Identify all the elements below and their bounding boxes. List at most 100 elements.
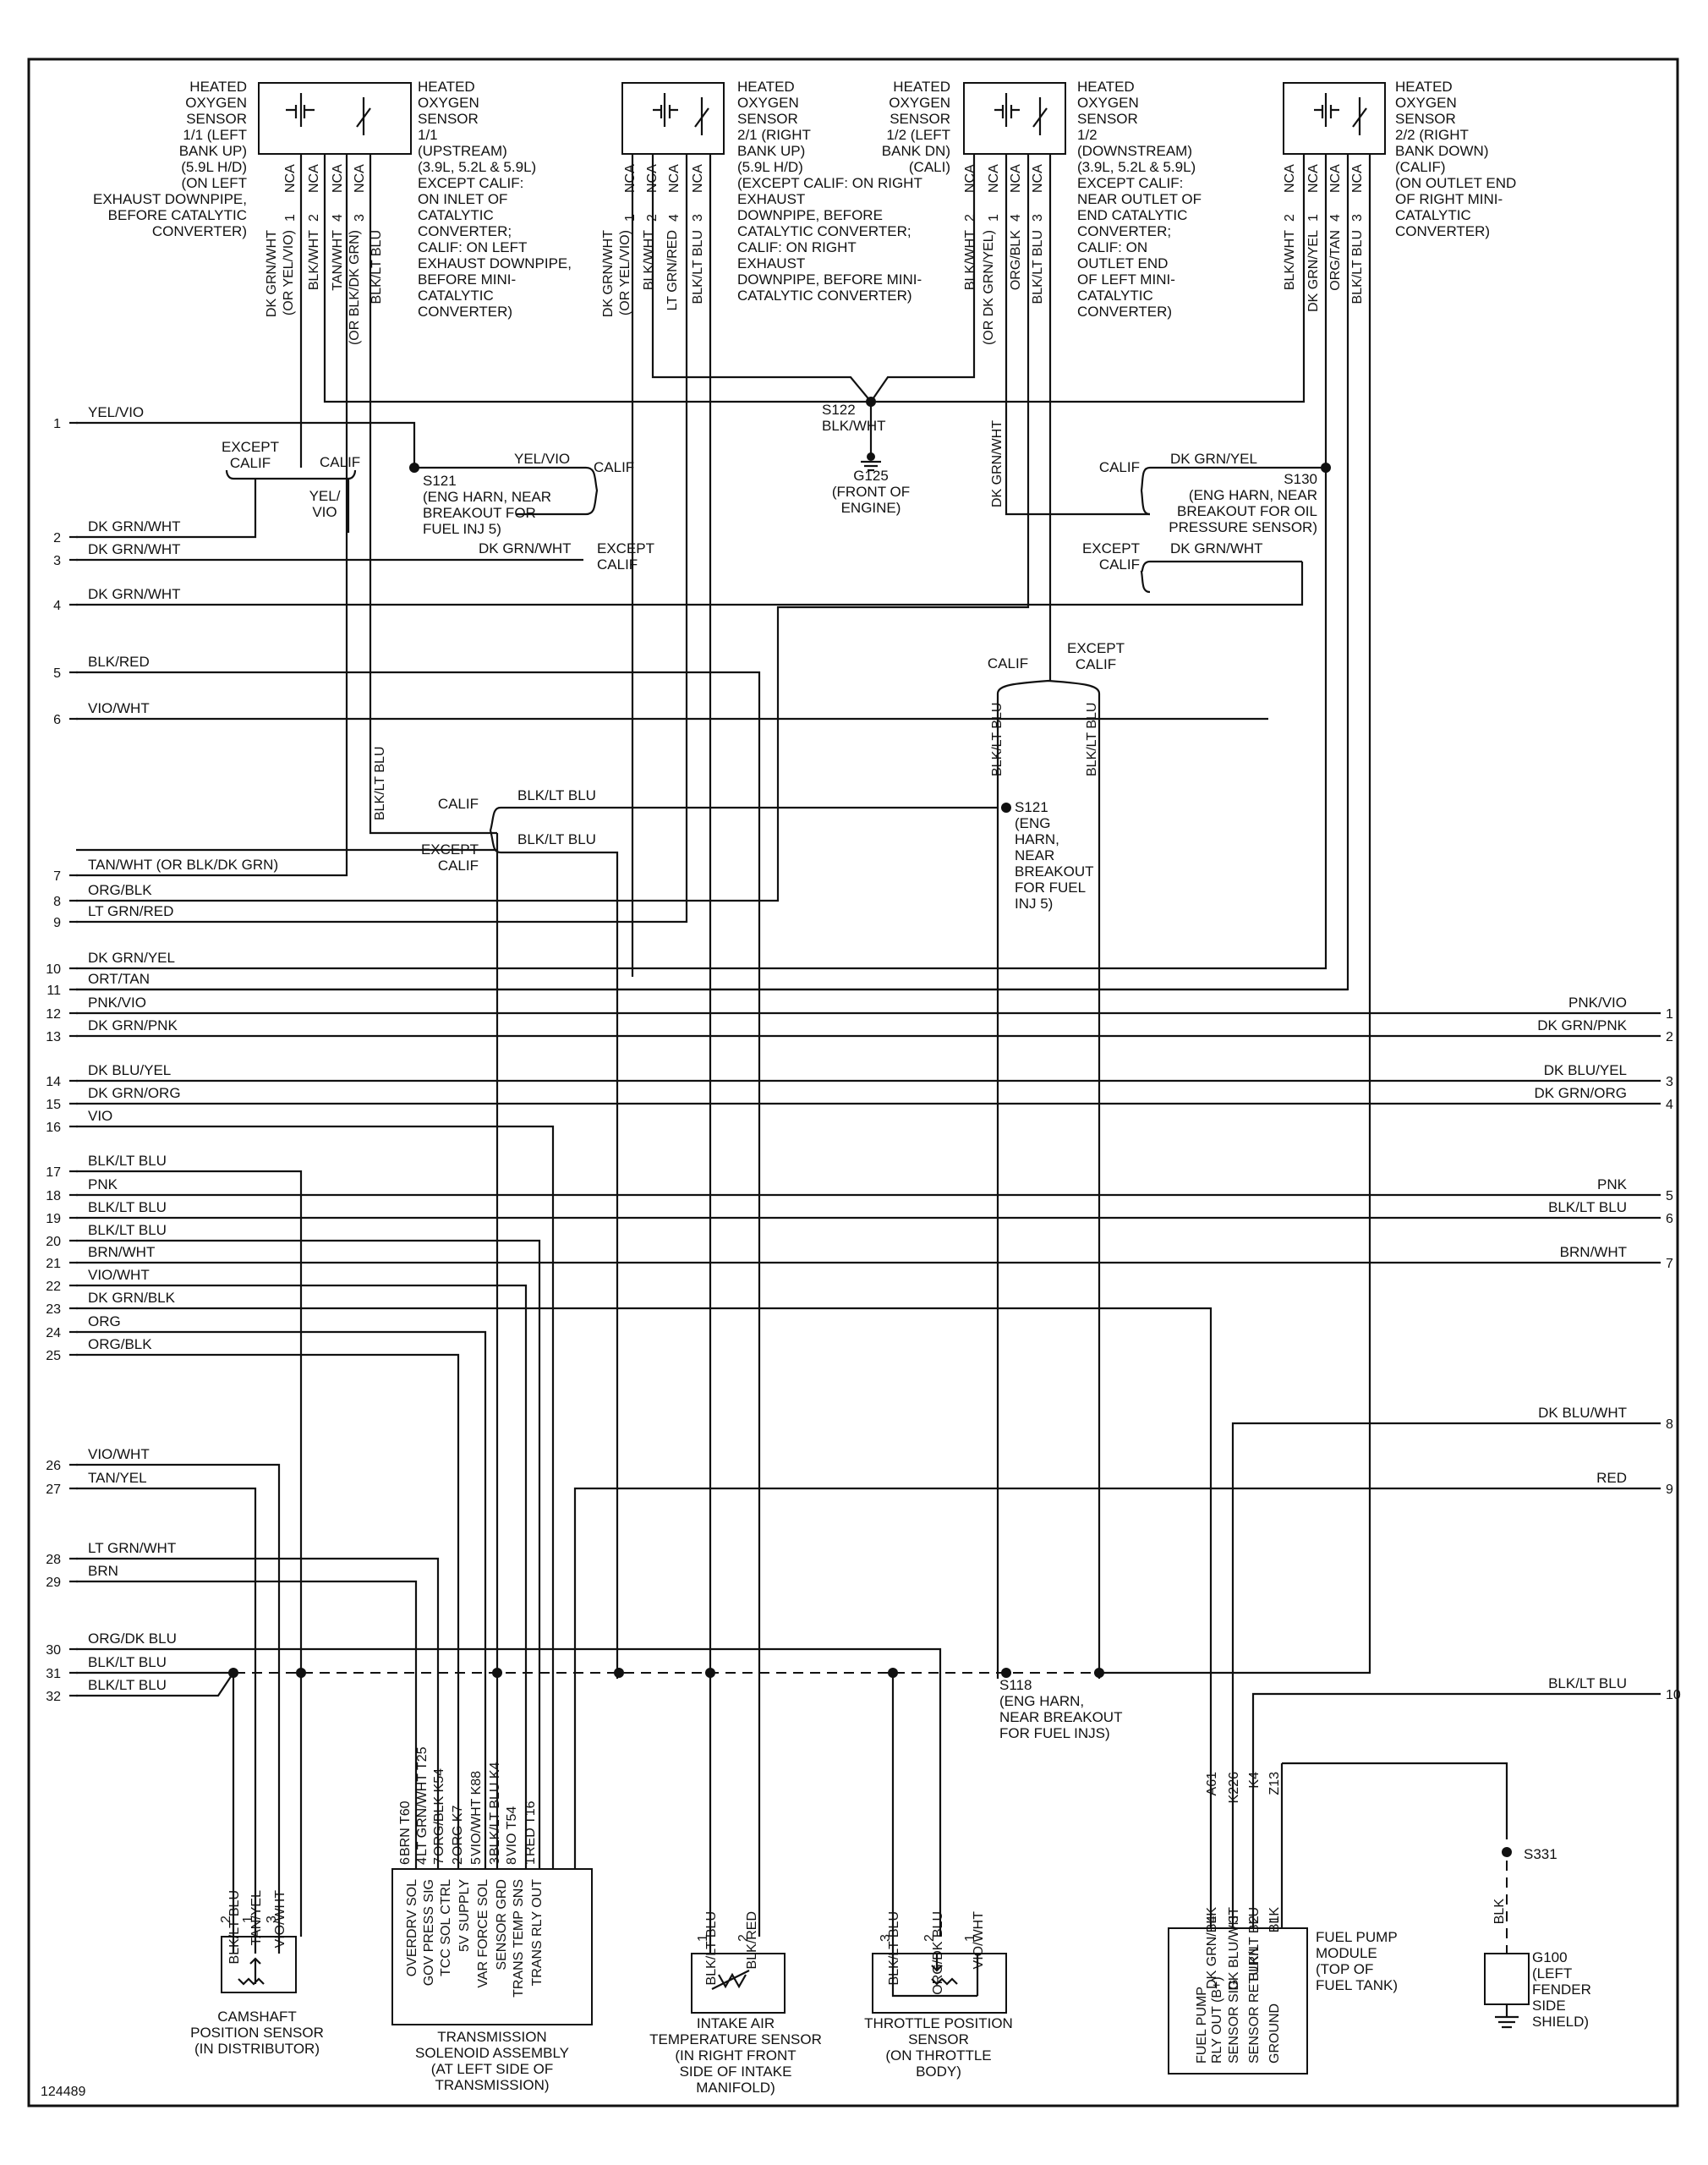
splice-label: BREAKOUT FOR OIL — [1177, 503, 1317, 519]
sensor-title-line: 1/2 (LEFT — [886, 127, 950, 143]
sensor-title-line: (CALI) — [909, 159, 950, 175]
left-pin-wire-label: BRN — [88, 1563, 118, 1579]
ground-label: G100 — [1532, 1949, 1568, 1965]
pin-number: 1 — [283, 214, 298, 222]
sensor-title-line: CATALYTIC CONVERTER) — [737, 288, 912, 304]
component-title-line: (TOP OF — [1316, 1961, 1373, 1977]
sensor-title-line: EXCEPT CALIF: — [1077, 175, 1183, 191]
nca-pin-label: NCA — [667, 164, 682, 193]
left-pin-number: 32 — [46, 1690, 61, 1704]
component-title-line: TRANSMISSION) — [435, 2077, 549, 2093]
component-wire-label: RED T16 — [523, 1801, 538, 1856]
component-pin-number: 8 — [505, 1857, 519, 1865]
left-pin-number: 14 — [46, 1075, 61, 1089]
component-title-line: MODULE — [1316, 1945, 1377, 1961]
wire-label: DK GRN/WHT — [479, 540, 572, 556]
calif-branching-lower — [489, 660, 1101, 1679]
component-wire-label: BLK/LT BLU — [1247, 1907, 1262, 1981]
sensor-title-line: 2/2 (RIGHT — [1395, 127, 1469, 143]
transmission-solenoid-assembly — [391, 1868, 593, 2025]
wire-color-label: BLK/WHT — [963, 230, 977, 290]
nca-pin-label: NCA — [1283, 164, 1297, 193]
component-title-line: FUEL PUMP — [1316, 1929, 1398, 1945]
splice-label: (ENG HARN, NEAR — [423, 489, 551, 505]
left-pin-number: 5 — [53, 666, 61, 681]
left-pin-wire-label: DK GRN/ORG — [88, 1085, 181, 1101]
right-pin-number: 1 — [1666, 1007, 1673, 1022]
pin-number: 2 — [963, 214, 977, 222]
component-pin-number: 2 — [922, 1934, 937, 1942]
sensor-title-line: (3.9L, 5.2L & 5.9L) — [418, 159, 536, 175]
left-pin-wire-label: PNK/VIO — [88, 995, 146, 1011]
component-wire-label: BLK — [1492, 1899, 1507, 1925]
sensor-title-line: HEATED — [737, 79, 795, 95]
branch-label: CALIF — [1099, 459, 1140, 475]
calif-branching — [76, 414, 1326, 1937]
sensor-title-line: CONVERTER) — [418, 304, 512, 320]
wire-color-label: ORG/BLK — [1009, 230, 1023, 290]
splice-label: S121 — [423, 473, 457, 489]
left-pin-number: 31 — [46, 1667, 61, 1681]
vertical-wire-label: BLK/LT BLU — [1085, 703, 1099, 776]
left-pin-number: 13 — [46, 1030, 61, 1044]
splice-label: BLK/WHT — [822, 418, 886, 434]
splice-label: PRESSURE SENSOR) — [1169, 519, 1317, 535]
left-pin-wire-label: DK GRN/WHT — [88, 518, 181, 534]
circuit-id-label: A61 — [1205, 1772, 1219, 1796]
component-pin-number: 6 — [398, 1857, 413, 1865]
left-pin-wire-label: TAN/WHT (OR BLK/DK GRN) — [88, 857, 278, 873]
branch-label: CALIF — [594, 459, 634, 475]
component-pin-number: 3 — [879, 1934, 893, 1942]
component-pin-number: 2 — [219, 1916, 233, 1923]
wire-label: YEL/VIO — [514, 451, 570, 467]
left-pin-number: 28 — [46, 1553, 61, 1567]
splice-label: FOR FUEL INJS) — [999, 1725, 1110, 1741]
right-pin-number: 3 — [1666, 1075, 1673, 1089]
sensor-title-line: EXHAUST DOWNPIPE, — [418, 255, 572, 271]
wire-label: DK GRN/YEL — [1170, 451, 1257, 467]
sensor-title-line: BEFORE CATALYTIC — [108, 207, 247, 223]
left-pin-number: 29 — [46, 1576, 61, 1590]
component-signal-label: RLY OUT (B+) — [1210, 1976, 1224, 2064]
splice-label: BREAKOUT — [1015, 863, 1094, 880]
sensor-title-line: NEAR OUTLET OF — [1077, 191, 1202, 207]
sensor-title-line: CALIF: ON — [1077, 239, 1147, 255]
sensor-title-line: SENSOR — [737, 111, 798, 127]
branch-label: EXCEPT — [1082, 540, 1140, 556]
branch-label: CALIF — [1099, 556, 1140, 573]
component-drops — [495, 850, 1512, 1970]
left-pin-number: 16 — [46, 1121, 61, 1135]
pin-number: 4 — [667, 214, 682, 222]
component-wire-label: ORG/DK BLU — [931, 1911, 945, 1995]
component-title-line: CAMSHAFT — [217, 2009, 297, 2025]
right-pin-wire-label: BRN/WHT — [1560, 1244, 1627, 1260]
component-title-line: SIDE OF INTAKE — [680, 2064, 792, 2080]
figure-id: 124489 — [41, 2085, 85, 2099]
left-pin-wire-label: TAN/YEL — [88, 1470, 147, 1486]
splice-label: S118 — [999, 1677, 1032, 1693]
component-title-line: SENSOR — [908, 2031, 969, 2047]
nca-pin-label: NCA — [331, 164, 345, 193]
left-pin-number: 1 — [53, 417, 61, 431]
nca-pin-label: NCA — [1009, 164, 1023, 193]
splice-label: S331 — [1524, 1846, 1557, 1862]
left-pin-wire-label: YEL/VIO — [88, 404, 144, 420]
left-pin-wire-label: DK GRN/WHT — [88, 586, 181, 602]
component-wire-label: BRN T60 — [398, 1801, 413, 1856]
sensor-title-line: OXYGEN — [1395, 95, 1457, 111]
sensor-title-line: DOWNPIPE, BEFORE MINI- — [737, 271, 922, 288]
left-pin-number: 19 — [46, 1212, 61, 1226]
bus-junction-dots — [228, 397, 1331, 1678]
right-pin-wire-label: PNK — [1597, 1176, 1628, 1192]
left-pin-wire-label: BLK/RED — [88, 654, 150, 670]
wire-color-label: (OR BLK/DK GRN) — [348, 230, 362, 345]
sensor-title-line: END CATALYTIC — [1077, 207, 1187, 223]
component-title-line: POSITION SENSOR — [190, 2025, 324, 2041]
sensor-title-line: CATALYTIC — [1077, 288, 1153, 304]
sensor-title-line: EXHAUST — [737, 191, 805, 207]
sensor-title-line: CONVERTER; — [1077, 223, 1171, 239]
component-pin-number: 2 — [451, 1857, 465, 1865]
sensor-title-line: 2/1 (RIGHT — [737, 127, 811, 143]
left-pin-wire-label: VIO/WHT — [88, 1446, 150, 1462]
branch-label: CALIF — [438, 796, 479, 812]
